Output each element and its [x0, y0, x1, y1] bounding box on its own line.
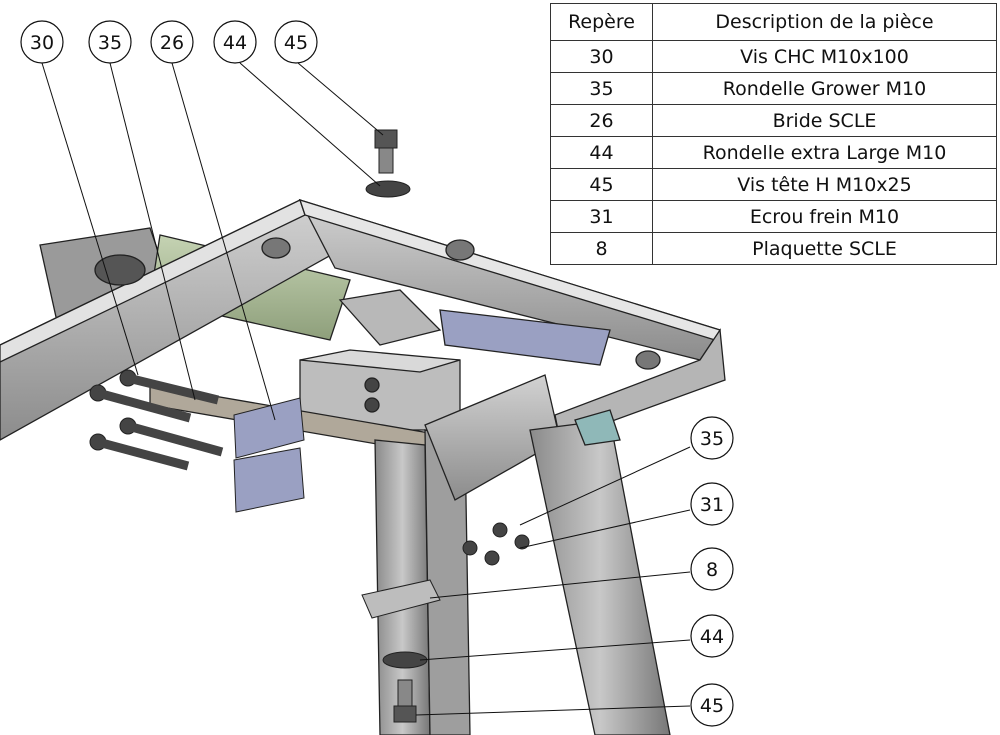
table-row: 45 Vis tête H M10x25 — [550, 168, 997, 201]
cell-description: Vis tête H M10x25 — [652, 168, 997, 201]
plaquette-scle — [361, 579, 441, 619]
balloon-top-2: 35 — [88, 20, 132, 64]
header-description: Description de la pièce — [652, 3, 997, 41]
svg-text:35: 35 — [98, 32, 122, 54]
cell-description: Rondelle Grower M10 — [652, 72, 997, 105]
svg-text:31: 31 — [700, 494, 724, 516]
washer-large-bottom — [382, 651, 428, 669]
cell-repere: 30 — [550, 40, 653, 73]
balloon-top-4: 44 — [213, 20, 257, 64]
cell-repere: 8 — [550, 232, 653, 265]
table-row: 44 Rondelle extra Large M10 — [550, 136, 997, 169]
header-repere: Repère — [550, 3, 653, 41]
svg-text:26: 26 — [160, 32, 184, 54]
balloon-right-3: 8 — [690, 547, 734, 591]
cell-description: Ecrou frein M10 — [652, 200, 997, 233]
bolt-chc-2 — [89, 384, 192, 423]
svg-text:35: 35 — [700, 428, 724, 450]
cell-description: Vis CHC M10x100 — [652, 40, 997, 73]
exploded-fasteners — [89, 129, 530, 723]
main-beam-right — [554, 328, 726, 441]
svg-text:30: 30 — [30, 32, 54, 54]
svg-text:44: 44 — [223, 32, 247, 54]
balloon-top-5: 45 — [274, 20, 318, 64]
screw-hex-bottom — [393, 679, 417, 723]
table-row: 35 Rondelle Grower M10 — [550, 72, 997, 105]
cell-repere: 35 — [550, 72, 653, 105]
svg-text:45: 45 — [284, 32, 308, 54]
bolt-chc-3 — [119, 417, 224, 457]
balloon-right-1: 35 — [690, 416, 734, 460]
svg-text:44: 44 — [700, 626, 724, 648]
table-row: 8 Plaquette SCLE — [550, 232, 997, 265]
cell-description: Plaquette SCLE — [652, 232, 997, 265]
leader-lines — [41, 62, 691, 716]
pneumatic-cylinder-vertical — [529, 419, 671, 735]
balloon-right-4: 44 — [690, 614, 734, 658]
cell-repere: 26 — [550, 104, 653, 137]
screw-hex-top — [374, 129, 398, 174]
svg-text:45: 45 — [700, 695, 724, 717]
bride-scle-lower — [233, 447, 305, 513]
cell-description: Rondelle extra Large M10 — [652, 136, 997, 169]
cell-repere: 31 — [550, 200, 653, 233]
parts-table-header-row: Repère Description de la pièce — [550, 3, 997, 41]
bolt-chc-4 — [89, 433, 190, 471]
balloon-right-5: 45 — [690, 683, 734, 727]
balloon-top-1: 30 — [20, 20, 64, 64]
cell-repere: 44 — [550, 136, 653, 169]
table-row: 26 Bride SCLE — [550, 104, 997, 137]
balloon-top-3: 26 — [150, 20, 194, 64]
table-row: 31 Ecrou frein M10 — [550, 200, 997, 233]
cell-repere: 45 — [550, 168, 653, 201]
bolt-chc-1 — [119, 369, 220, 405]
cap-plate — [439, 309, 611, 366]
balloon-right-2: 31 — [690, 482, 734, 526]
cell-description: Bride SCLE — [652, 104, 997, 137]
bride-scle-upper — [233, 397, 305, 459]
table-row: 30 Vis CHC M10x100 — [550, 40, 997, 73]
frame-structure — [0, 198, 726, 735]
washer-large-top — [365, 180, 411, 198]
parts-table: Repère Description de la pièce 30 Vis CH… — [550, 3, 997, 265]
svg-text:8: 8 — [706, 559, 718, 581]
